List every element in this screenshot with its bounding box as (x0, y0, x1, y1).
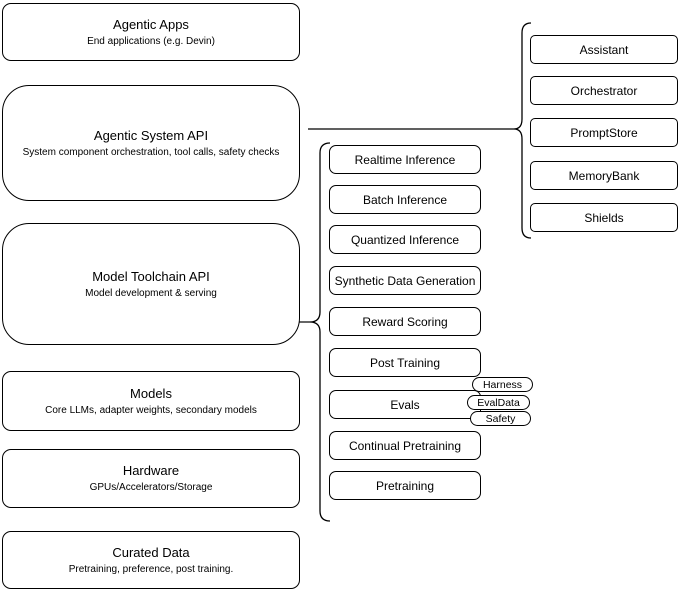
node-agentic-apps: Agentic Apps End applications (e.g. Devi… (2, 3, 300, 61)
node-realtime-inference: Realtime Inference (329, 145, 481, 174)
node-post-training: Post Training (329, 348, 481, 377)
node-models: Models Core LLMs, adapter weights, secon… (2, 371, 300, 431)
node-subtitle: Model development & serving (85, 287, 217, 299)
node-subtitle: System component orchestration, tool cal… (22, 146, 280, 158)
node-continual-pretraining: Continual Pretraining (329, 431, 481, 460)
pill-evaldata: EvalData (467, 395, 530, 410)
node-title: Model Toolchain API (92, 268, 210, 284)
node-subtitle: Core LLMs, adapter weights, secondary mo… (45, 404, 257, 416)
node-title: Hardware (122, 463, 180, 478)
node-subtitle: GPUs/Accelerators/Storage (89, 482, 213, 493)
pill-safety: Safety (470, 411, 531, 426)
node-orchestrator: Orchestrator (530, 76, 678, 105)
node-agentic-system-api: Agentic System API System component orch… (2, 85, 300, 201)
node-model-toolchain-api: Model Toolchain API Model development & … (2, 223, 300, 345)
node-subtitle: End applications (e.g. Devin) (87, 35, 215, 47)
node-batch-inference: Batch Inference (329, 185, 481, 214)
node-title: Agentic System API (93, 127, 209, 143)
node-evals: Evals (329, 390, 481, 419)
node-title: Agentic Apps (113, 16, 189, 32)
components-brace (513, 22, 532, 239)
node-curated-data: Curated Data Pretraining, preference, po… (2, 531, 300, 589)
node-assistant: Assistant (530, 35, 678, 64)
node-promptstore: PromptStore (530, 118, 678, 147)
node-synthetic-data-generation: Synthetic Data Generation (329, 266, 481, 295)
node-title: Curated Data (112, 544, 190, 560)
pill-harness: Harness (472, 377, 533, 392)
node-title: Models (130, 385, 172, 401)
node-hardware: Hardware GPUs/Accelerators/Storage (2, 449, 300, 508)
toolchain-brace (309, 142, 331, 522)
node-memorybank: MemoryBank (530, 161, 678, 190)
node-reward-scoring: Reward Scoring (329, 307, 481, 336)
node-quantized-inference: Quantized Inference (329, 225, 481, 254)
node-pretraining: Pretraining (329, 471, 481, 500)
node-subtitle: Pretraining, preference, post training. (68, 563, 234, 575)
node-shields: Shields (530, 203, 678, 232)
